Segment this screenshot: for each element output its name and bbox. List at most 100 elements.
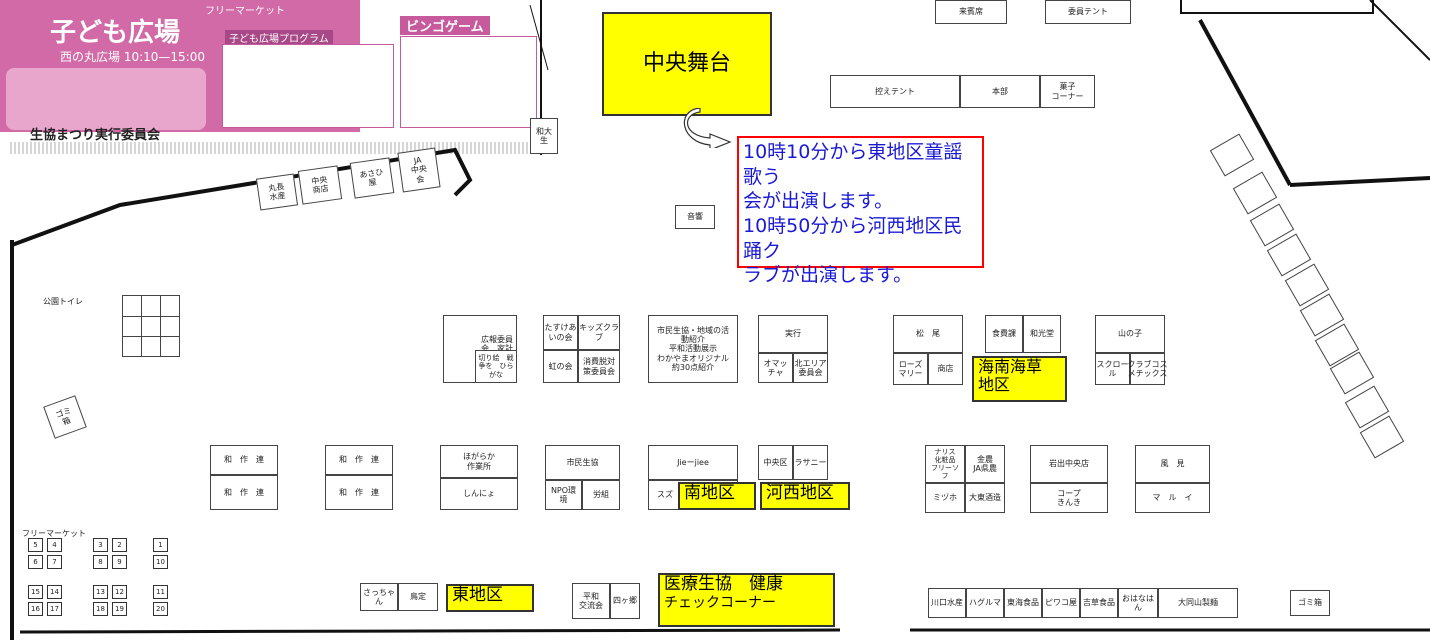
booth-shikinoka: 四ヶ郷 xyxy=(610,583,640,619)
kita-label: 北エリア 委員会 xyxy=(794,358,827,377)
fm-13: 13 xyxy=(93,585,108,599)
fm-17: 17 xyxy=(47,602,62,616)
booth-tokai: 東海食品 xyxy=(1004,588,1042,618)
booth-chuo: 中央区 xyxy=(758,445,793,480)
omake-label: オマッ チャ xyxy=(763,358,788,377)
fm-12: 12 xyxy=(112,585,127,599)
shokuhin-label: 食費課 xyxy=(992,329,1016,339)
booth-kirinui: 切り絵 戦 争を ひら がな xyxy=(475,350,517,383)
rouno-label: 労組 xyxy=(593,490,609,500)
reserve-tent-label: 控えテント xyxy=(875,86,915,96)
asahi-label: あさひ 屋 xyxy=(358,167,384,188)
booth-yoshiko: 吉草食品 xyxy=(1080,588,1118,618)
visitor-seat: 来賓席 xyxy=(935,0,1007,24)
chuo-label: 中央区 xyxy=(763,457,788,467)
booth-daido: 大同山製麺 xyxy=(1158,588,1238,618)
park-toilet: 公園トイレ xyxy=(28,292,98,312)
shimin-label: 市民生協・地域の活 動紹介 平和活動展示 わかやまオリジナル 約30点紹介 xyxy=(657,326,729,372)
iwade-label: 岩出中央店 xyxy=(1049,459,1089,469)
booth-pairs: 鳥定 xyxy=(398,583,438,611)
announcement-line4: ラブが出演します。 xyxy=(743,264,913,287)
yoshiko-label: 吉草食品 xyxy=(1083,598,1115,608)
booth-iwade: 岩出中央店 xyxy=(1030,445,1108,483)
sacchan-label: さっちゃん xyxy=(363,587,395,606)
wakadai-label: 和大 生 xyxy=(536,126,552,145)
announcement-box: 10時10分から東地区童謡歌う 会が出演します。 10時50分から河西地区民踊ク… xyxy=(737,136,984,286)
lassa-label: ラサニー xyxy=(794,457,827,467)
temp-toilet xyxy=(122,295,180,357)
fm-3: 3 xyxy=(93,538,108,552)
poster-program-box xyxy=(222,44,394,128)
club-label: クラブコス メチックス xyxy=(1127,359,1168,378)
highlight-kasei: 河西地区 xyxy=(760,482,850,510)
shikinoka-label: 四ヶ郷 xyxy=(613,596,637,606)
poster-footer: 生協まつり実行委員会 xyxy=(30,128,161,143)
niji-label: 虹の会 xyxy=(548,361,573,371)
highlight-minami: 南地区 xyxy=(678,482,756,510)
ohana-label: おはなは ん xyxy=(1122,593,1154,612)
piwako-label: ピワコ屋 xyxy=(1045,598,1077,608)
poster-bingo-box xyxy=(400,36,537,128)
booth-heiwa: 平和 交流会 xyxy=(572,583,610,619)
booth-shimin: 市民生協・地域の活 動紹介 平和活動展示 わかやまオリジナル 約30点紹介 xyxy=(648,315,738,383)
booth-shinjo: しんにょ xyxy=(440,478,518,510)
rose-label: ローズ マリー xyxy=(898,359,923,378)
highlight-higashi: 東地区 xyxy=(446,584,534,612)
garbage1-label: ゴミ 箱 xyxy=(54,405,73,427)
booth-marui: マ ル イ xyxy=(1135,483,1210,513)
kids-label: キッズクラ ブ xyxy=(579,323,619,342)
shop-label: 商店 xyxy=(937,364,954,374)
announcement-line3: 10時50分から河西地区民踊ク xyxy=(743,215,963,262)
marui-label: マ ル イ xyxy=(1152,493,1193,503)
wakadai: 和大 生 xyxy=(530,118,558,154)
booth-jikko: 実行 xyxy=(758,315,828,353)
booth-ohana: おはなは ん xyxy=(1118,588,1158,618)
poster-title: 子ども広場 xyxy=(50,18,181,48)
maru-label: 丸長 水産 xyxy=(267,181,287,203)
booth-coop: コープ きんき xyxy=(1030,483,1108,513)
fm-5: 5 xyxy=(28,538,43,552)
suzu-label: スズ xyxy=(657,490,673,500)
fm-16: 16 xyxy=(28,602,43,616)
booth-rouno: 労組 xyxy=(582,480,620,510)
fm-2: 2 xyxy=(112,538,127,552)
jiejiee-label: Jieーjiee xyxy=(677,457,709,467)
shinjo-label: しんにょ xyxy=(463,489,495,499)
announcement-line2: 会が出演します。 xyxy=(743,190,894,213)
committee-label: 委員テント xyxy=(1068,7,1108,17)
scroll-label: スクロー ル xyxy=(1096,359,1129,378)
booth-naka: 中央 商店 xyxy=(297,165,343,205)
wasaku2-label: 和 作 連 xyxy=(224,487,264,497)
announcement-line1: 10時10分から東地区童謡歌う xyxy=(743,141,963,188)
booth-shokuhin: 食費課 xyxy=(985,315,1023,353)
headquarters: 本部 xyxy=(960,75,1040,108)
booth-sacchan: さっちゃん xyxy=(360,583,398,611)
fm-14: 14 xyxy=(47,585,62,599)
booth-maru: 丸長 水産 xyxy=(255,173,299,211)
fm-11: 11 xyxy=(153,585,168,599)
shohi-label: 消費脱対 策委員会 xyxy=(583,357,615,376)
booth-scroll: スクロー ル xyxy=(1095,353,1130,385)
highlight-kainan: 海南海草 地区 xyxy=(972,356,1067,402)
sound-booth: 音響 xyxy=(675,205,715,229)
top-right-box xyxy=(1180,0,1374,14)
kirinui-label: 切り絵 戦 争を ひら がな xyxy=(478,354,514,379)
hq-label: 本部 xyxy=(992,86,1008,96)
sound-label: 音響 xyxy=(687,212,703,222)
committee-tent: 委員テント xyxy=(1045,0,1131,24)
mizuho-label: ミヅホ xyxy=(933,493,957,503)
wasaku3-label: 和 作 連 xyxy=(339,455,379,465)
reserve-tent: 控えテント xyxy=(830,75,960,108)
festival-poster: 子ども広場 西の丸広場 10:10—15:00 フリーマーケット ビンゴゲーム … xyxy=(0,0,540,180)
booth-rose: ローズ マリー xyxy=(893,353,928,385)
sweets-corner: 菓子 コーナー xyxy=(1040,75,1095,108)
daido-label: 大同山製麺 xyxy=(1178,598,1218,608)
poster-photos xyxy=(6,68,206,130)
booth-mizuho: ミヅホ xyxy=(925,483,965,513)
booth-wasaku-1: 和 作 連 xyxy=(210,445,278,475)
booth-kanai: 風 見 xyxy=(1135,445,1210,483)
booth-naris: ナリス 化粧品 フリーソ フ xyxy=(925,445,965,483)
booth-ja: JA 中央 会 xyxy=(397,147,441,193)
fm-8: 8 xyxy=(93,555,108,569)
